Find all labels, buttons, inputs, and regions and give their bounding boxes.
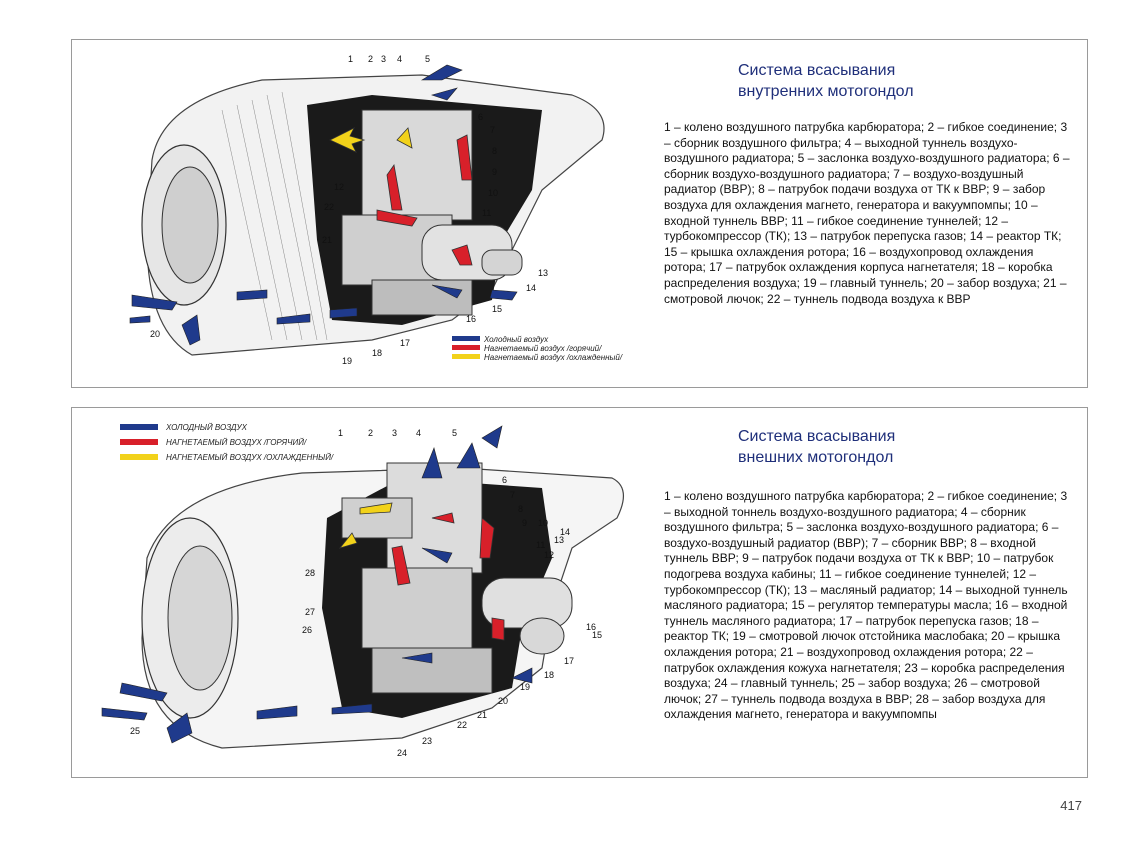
callout-21: 21 — [477, 710, 487, 720]
callout-9: 9 — [492, 167, 497, 177]
panel-title: Система всасывания внутренних мотогондол — [738, 60, 1068, 102]
callout-1: 1 — [348, 54, 353, 64]
callout-6: 6 — [502, 475, 507, 485]
callout-18: 18 — [372, 348, 382, 358]
callout-7: 7 — [490, 125, 495, 135]
callout-2: 2 — [368, 428, 373, 438]
callout-16: 16 — [466, 314, 476, 324]
callout-28: 28 — [305, 568, 315, 578]
callout-22: 22 — [324, 202, 334, 212]
callout-14: 14 — [526, 283, 536, 293]
page-number: 417 — [1060, 798, 1082, 813]
callout-10: 10 — [538, 518, 548, 528]
callout-3: 3 — [392, 428, 397, 438]
panel-title-line1: Система всасывания — [738, 428, 896, 445]
callout-27: 27 — [305, 607, 315, 617]
callout-13: 13 — [554, 535, 564, 545]
callout-19: 19 — [520, 682, 530, 692]
callout-19: 19 — [342, 356, 352, 366]
legend-swatch-cooled — [452, 354, 480, 359]
legend-label-hot: НАГНЕТАЕМЫЙ ВОЗДУХ /ГОРЯЧИЙ/ — [166, 438, 307, 447]
callout-22: 22 — [457, 720, 467, 730]
legend-swatch-cooled — [120, 454, 158, 460]
callout-14: 14 — [560, 527, 570, 537]
callout-8: 8 — [492, 146, 497, 156]
callout-11: 11 — [482, 208, 491, 218]
legend-swatch-cold — [120, 424, 158, 430]
legend-swatch-cold — [452, 336, 480, 341]
panel-title-line1: Система всасывания — [738, 62, 896, 79]
callout-23: 23 — [422, 736, 432, 746]
callout-4: 4 — [397, 54, 402, 64]
legend-label-hot: Нагнетаемый воздух /горячий/ — [484, 344, 602, 353]
callout-15: 15 — [592, 630, 602, 640]
callout-6: 6 — [478, 112, 483, 122]
air-flow-legend: ХОЛОДНЫЙ ВОЗДУХ НАГНЕТАЕМЫЙ ВОЗДУХ /ГОРЯ… — [120, 423, 334, 462]
callout-16: 16 — [586, 622, 596, 632]
legend-label-cold: ХОЛОДНЫЙ ВОЗДУХ — [165, 423, 248, 432]
callout-3: 3 — [381, 54, 386, 64]
legend-swatch-hot — [120, 439, 158, 445]
callout-18: 18 — [544, 670, 554, 680]
callout-20: 20 — [498, 696, 508, 706]
internal-nacelle-illustration: 1 2 3 4 5 6 7 8 9 10 11 12 13 14 15 16 1… — [129, 54, 623, 366]
callout-11: 11 — [536, 540, 545, 550]
callout-4: 4 — [416, 428, 421, 438]
callout-8: 8 — [518, 504, 523, 514]
legend-label-cold: Холодный воздух — [483, 335, 549, 344]
callout-10: 10 — [488, 188, 498, 198]
panel-title: Система всасывания внешних мотогондол — [738, 426, 1068, 468]
callout-17: 17 — [564, 656, 574, 666]
callout-21: 21 — [322, 235, 332, 245]
parts-legend-text: 1 – колено воздушного патрубка карбюрато… — [664, 489, 1068, 722]
callout-2: 2 — [368, 54, 373, 64]
callout-12: 12 — [544, 550, 554, 560]
callout-20: 20 — [150, 329, 160, 339]
legend-label-cooled: НАГНЕТАЕМЫЙ ВОЗДУХ /ОХЛАЖДЕННЫЙ/ — [166, 453, 334, 462]
callout-13: 13 — [538, 268, 548, 278]
callout-5: 5 — [452, 428, 457, 438]
callout-17: 17 — [400, 338, 410, 348]
callout-1: 1 — [338, 428, 343, 438]
panel-internal-nacelle: 1 2 3 4 5 6 7 8 9 10 11 12 13 14 15 16 1… — [71, 39, 1088, 388]
callout-9: 9 — [522, 518, 527, 528]
external-nacelle-illustration: ХОЛОДНЫЙ ВОЗДУХ НАГНЕТАЕМЫЙ ВОЗДУХ /ГОРЯ… — [101, 423, 624, 758]
legend-label-cooled: Нагнетаемый воздух /охлажденный/ — [484, 353, 623, 362]
callout-25: 25 — [130, 726, 140, 736]
callout-26: 26 — [302, 625, 312, 635]
panel-external-nacelle: ХОЛОДНЫЙ ВОЗДУХ НАГНЕТАЕМЫЙ ВОЗДУХ /ГОРЯ… — [71, 407, 1088, 778]
parts-legend-text: 1 – колено воздушного патрубка карбюрато… — [664, 120, 1070, 306]
air-flow-legend: Холодный воздух Нагнетаемый воздух /горя… — [452, 335, 623, 362]
callout-7: 7 — [510, 490, 515, 500]
panel-title-line2: внутренних мотогондол — [738, 83, 914, 100]
callout-5: 5 — [425, 54, 430, 64]
callout-12: 12 — [334, 182, 344, 192]
panel-title-line2: внешних мотогондол — [738, 449, 894, 466]
callout-15: 15 — [492, 304, 502, 314]
legend-swatch-hot — [452, 345, 480, 350]
callout-24: 24 — [397, 748, 407, 758]
